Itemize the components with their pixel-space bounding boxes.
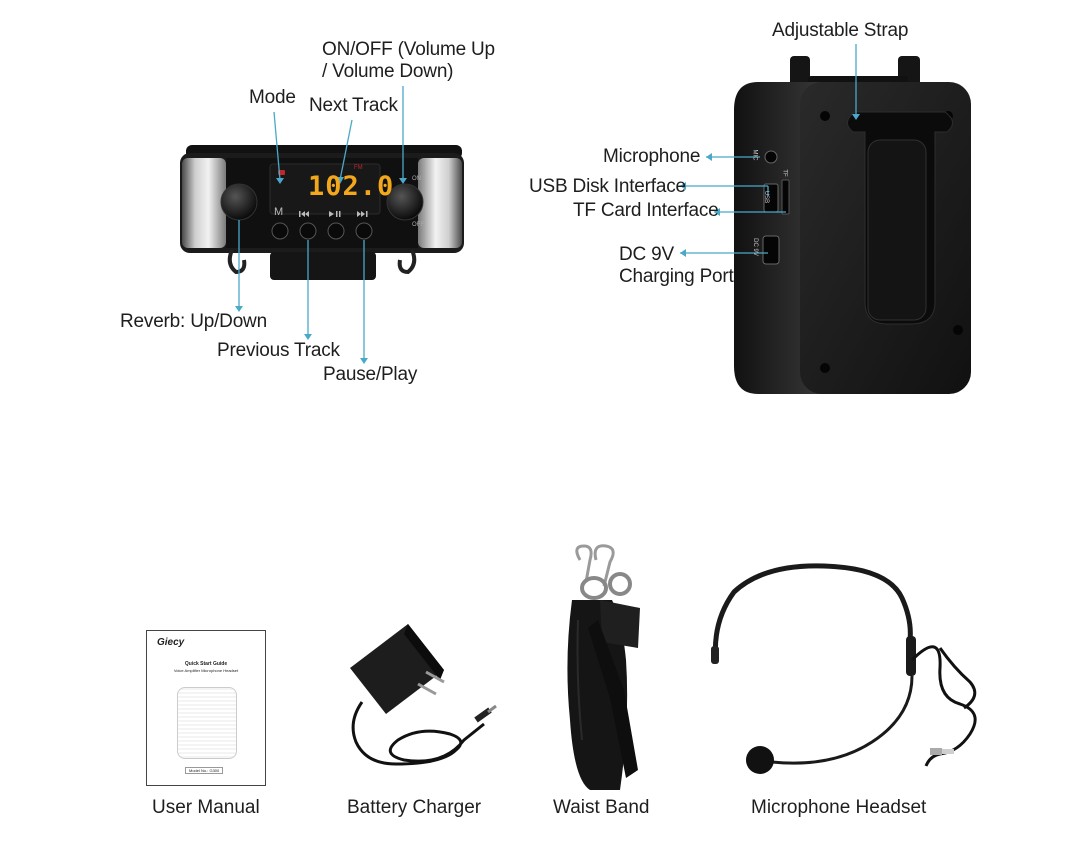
pause-play-button <box>327 222 345 240</box>
waist-band-image <box>567 544 640 790</box>
pause-play-label: Pause/Play <box>323 364 418 385</box>
usb-disk-label: USB Disk Interface <box>529 176 686 197</box>
dc-mark: DC 9V <box>751 238 758 256</box>
microphone-jack <box>764 150 778 164</box>
tf-card-slot <box>781 179 790 215</box>
battery-charger-image <box>350 624 497 766</box>
next-icon <box>357 211 368 217</box>
caption-battery-charger: Battery Charger <box>347 797 482 818</box>
caption-waist-band: Waist Band <box>553 797 650 818</box>
manual-title: Quick Start Guide <box>184 661 228 667</box>
on-off-label: ON/OFF (Volume Up / Volume Down) <box>322 39 495 82</box>
leader-lines <box>235 44 860 364</box>
amplifier-top-view <box>180 145 464 280</box>
tf-card-label: TF Card Interface <box>573 200 719 221</box>
manual-model: Model No.: G300 <box>185 767 224 774</box>
play-pause-icon <box>329 211 341 217</box>
next-track-button <box>355 222 373 240</box>
mode-button <box>271 222 289 240</box>
tf-mark: TF <box>781 169 788 177</box>
caption-microphone-headset: Microphone Headset <box>751 797 927 818</box>
mode-key-label: M <box>274 206 284 218</box>
previous-track-button <box>299 222 317 240</box>
mic-mark: MIC <box>751 149 758 161</box>
microphone-label: Microphone <box>603 146 701 167</box>
dc-port <box>762 235 780 265</box>
fm-tag: FM <box>354 165 363 171</box>
led-readout: 102.0 <box>308 171 395 202</box>
microphone-headset-image <box>711 563 977 774</box>
on-mark: ON <box>412 176 421 182</box>
adjustable-strap-label: Adjustable Strap <box>772 20 909 41</box>
manual-device-picture <box>177 687 237 759</box>
mode-label: Mode <box>249 87 296 108</box>
previous-icon <box>299 211 309 217</box>
volume-knob <box>386 183 424 221</box>
off-mark: OFF <box>412 222 424 228</box>
caption-user-manual: User Manual <box>152 797 260 818</box>
next-track-label: Next Track <box>309 95 398 116</box>
reverb-label: Reverb: Up/Down <box>120 311 267 332</box>
reverb-knob <box>220 183 258 221</box>
dc-charging-label: DC 9V Charging Port <box>619 244 734 287</box>
manual-brand: Giecy <box>157 637 185 648</box>
user-manual-image: Giecy Quick Start Guide Voice Amplifier … <box>146 630 266 786</box>
manual-subtitle: Voice Amplifier Microphone Headset <box>173 668 239 673</box>
usb-mark: USB <box>763 190 770 204</box>
amplifier-back-view <box>734 56 971 394</box>
previous-track-label: Previous Track <box>217 340 340 361</box>
